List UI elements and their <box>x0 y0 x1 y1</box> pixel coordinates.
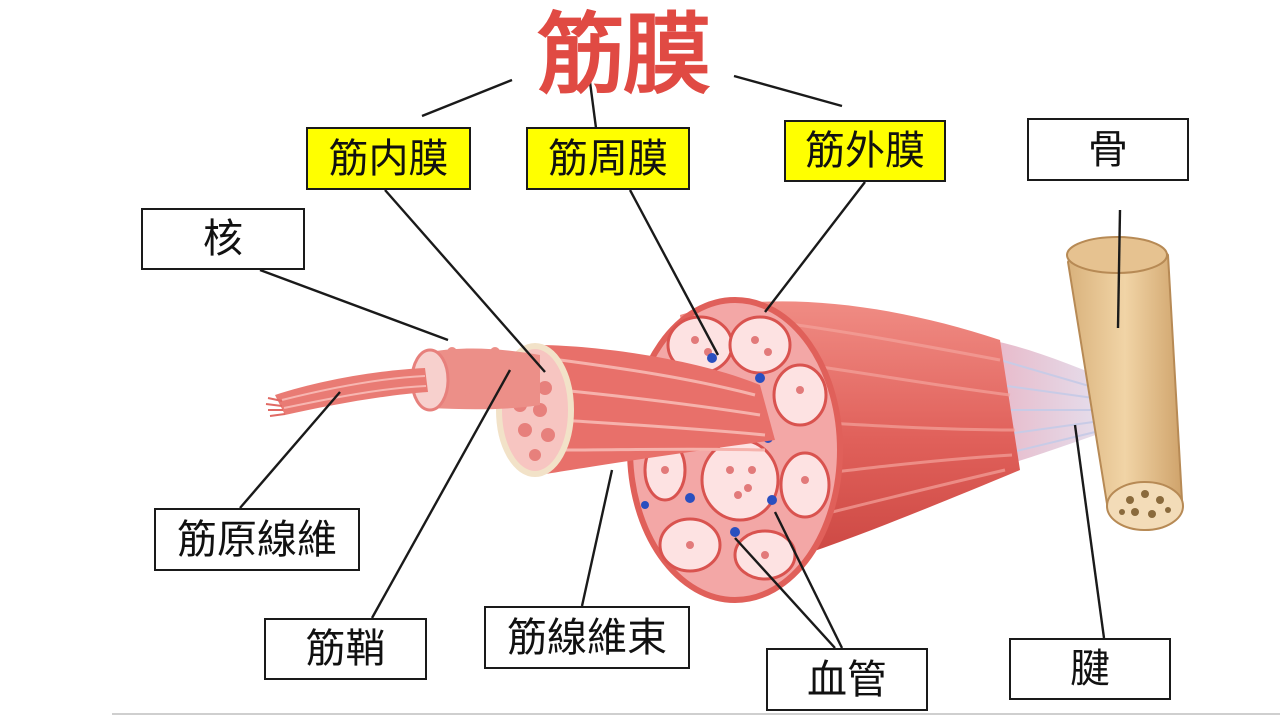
label-epimysium: 筋外膜 <box>784 120 946 182</box>
label-perimysium: 筋周膜 <box>526 127 690 190</box>
label-myofibril: 筋原線維 <box>154 508 360 571</box>
label-tendon: 腱 <box>1009 638 1171 700</box>
tendon-shape <box>990 340 1125 470</box>
label-fascicle: 筋線維束 <box>484 606 690 669</box>
label-endomysium: 筋内膜 <box>306 127 471 190</box>
label-nucleus: 核 <box>141 208 305 270</box>
fascicle-shape <box>496 343 775 477</box>
muscle-fiber-shape <box>410 347 540 412</box>
diagram-title: 筋膜 <box>536 3 711 106</box>
bone-shape <box>1066 236 1184 531</box>
label-blood-vessel: 血管 <box>766 648 928 711</box>
myofibril-shape <box>265 368 428 417</box>
label-bone: 骨 <box>1027 118 1189 181</box>
bottom-divider <box>112 713 1280 715</box>
leader-lines <box>239 74 1122 649</box>
label-sarcolemma: 筋鞘 <box>264 618 427 680</box>
